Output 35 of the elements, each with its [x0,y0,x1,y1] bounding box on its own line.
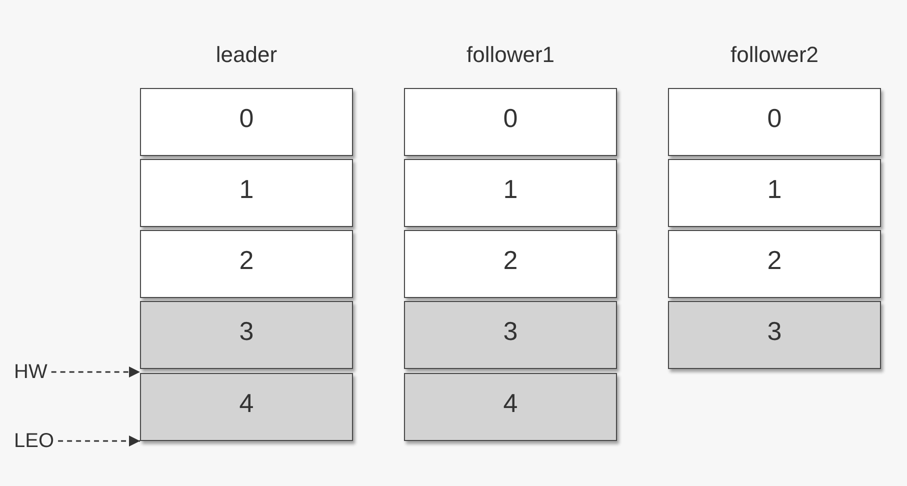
offset-number: 3 [767,316,782,346]
log-cell [668,230,881,298]
column-heading: follower1 [465,42,556,68]
offset-number: 3 [503,316,518,346]
log-cell [668,301,881,369]
offset-number: 0 [239,103,254,133]
offset-number: 0 [503,103,518,133]
column-heading: follower2 [729,42,820,68]
log-cell [140,159,353,227]
offset-number: 3 [239,316,254,346]
log-cell [404,301,617,369]
pointer-label: LEO [14,429,54,453]
offset-number: 1 [239,174,254,204]
log-cell [404,373,617,441]
offset-number: 4 [239,388,254,418]
offset-number: 4 [503,388,518,418]
offset-number: 2 [767,245,782,275]
log-cell [668,88,881,156]
offset-number: 1 [503,174,518,204]
log-cell [404,230,617,298]
dashed-arrow [58,435,140,447]
column-heading: leader [214,42,278,68]
log-cell [140,88,353,156]
offset-number: 2 [503,245,518,275]
log-cell [140,373,353,441]
pointer-label: HW [14,360,48,384]
log-cell [140,230,353,298]
offset-number: 1 [767,174,782,204]
log-cell [668,159,881,227]
log-cell [404,159,617,227]
offset-number: 2 [239,245,254,275]
log-cell [404,88,617,156]
log-cell [140,301,353,369]
offset-number: 0 [767,103,782,133]
dashed-arrow [51,366,140,378]
